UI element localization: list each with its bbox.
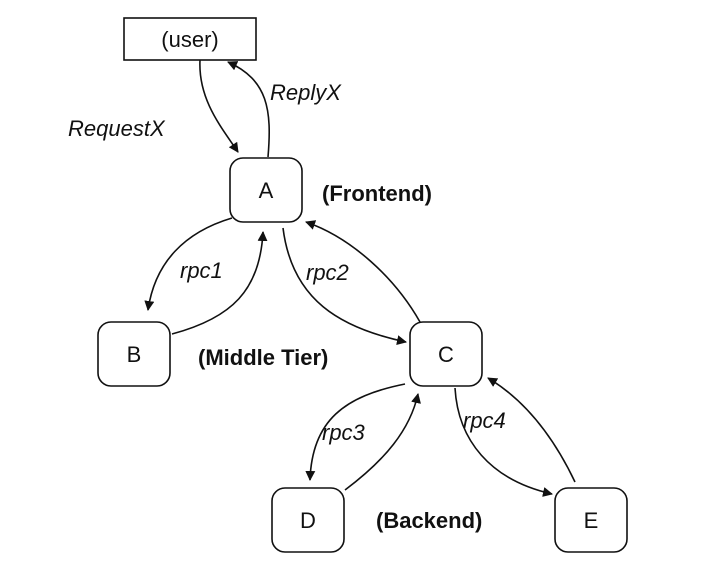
node-b-label: B: [127, 342, 142, 367]
edge-rpc4-request: [454, 387, 553, 497]
node-a: A: [229, 157, 303, 223]
edge-rpc3-reply: [344, 393, 421, 491]
node-e: E: [554, 487, 628, 553]
edges-group: [144, 59, 576, 497]
edge-request-x: [199, 59, 239, 153]
edge-label-request-x: RequestX: [68, 116, 166, 141]
edge-rpc2-reply: [305, 220, 421, 323]
edge-rpc1-request: [144, 217, 233, 311]
edge-label-rpc1: rpc1: [180, 258, 223, 283]
tier-label-middle: (Middle Tier): [198, 345, 328, 370]
node-b: B: [97, 321, 171, 387]
node-user: (user): [123, 17, 257, 61]
edge-rpc2-request: [282, 227, 407, 346]
edge-label-rpc3: rpc3: [322, 420, 366, 445]
edge-rpc4-reply: [487, 377, 576, 483]
tier-label-backend: (Backend): [376, 508, 482, 533]
edge-label-reply-x: ReplyX: [270, 80, 342, 105]
edge-rpc3-request: [305, 383, 406, 481]
edge-label-rpc4: rpc4: [463, 408, 506, 433]
edge-reply-x: [227, 61, 271, 158]
node-c: C: [409, 321, 483, 387]
edge-label-rpc2: rpc2: [306, 260, 349, 285]
edge-rpc1-reply: [171, 231, 268, 335]
node-d-label: D: [300, 508, 316, 533]
node-user-label: (user): [161, 27, 218, 52]
node-d: D: [271, 487, 345, 553]
node-e-label: E: [584, 508, 599, 533]
node-c-label: C: [438, 342, 454, 367]
node-a-label: A: [259, 178, 274, 203]
tier-label-frontend: (Frontend): [322, 181, 432, 206]
